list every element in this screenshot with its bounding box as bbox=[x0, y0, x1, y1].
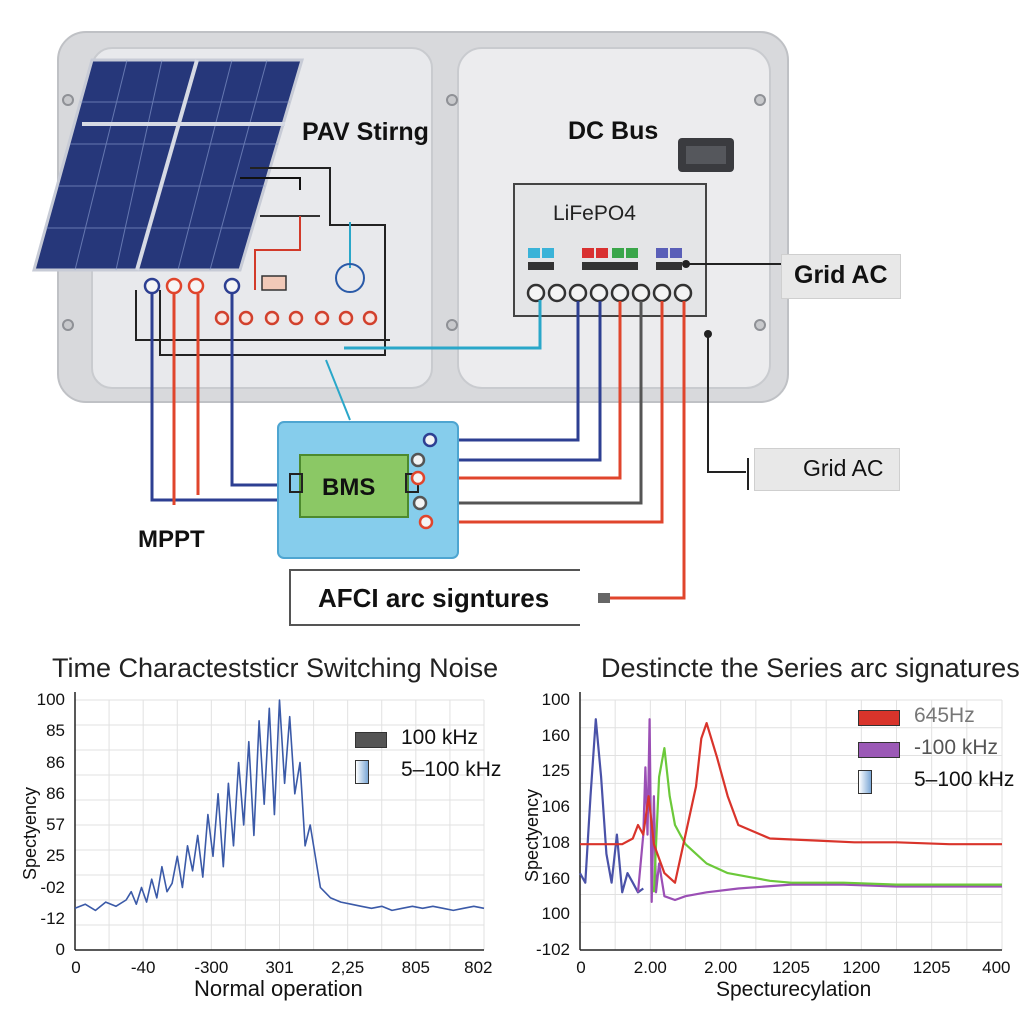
legend-swatch bbox=[858, 710, 900, 726]
x-tick-label: 301 bbox=[265, 958, 294, 977]
y-tick-label: 86 bbox=[46, 752, 65, 772]
battery-terminal-icons bbox=[526, 283, 693, 303]
legend-label: 645Hz bbox=[914, 704, 975, 727]
chart2-xlabel: Specturecylation bbox=[716, 978, 872, 1001]
y-tick-label: 25 bbox=[46, 846, 65, 866]
legend-swatch bbox=[355, 760, 369, 784]
chart1-title: Time Characteststicr Switching Noise bbox=[52, 653, 499, 683]
x-tick-label: 2.00 bbox=[704, 958, 738, 977]
y-tick-label: 100 bbox=[36, 690, 65, 709]
y-tick-label: 106 bbox=[541, 797, 570, 817]
chart2-title: Destincte the Series arc signatures bbox=[601, 653, 1020, 683]
legend-label: 100 kHz bbox=[401, 726, 479, 749]
x-tick-label: 0 bbox=[576, 958, 586, 977]
y-tick-label: 85 bbox=[46, 721, 65, 741]
y-tick-label: -02 bbox=[40, 877, 65, 897]
x-tick-label: 1205 bbox=[912, 958, 951, 977]
y-tick-label: 57 bbox=[46, 815, 65, 834]
y-tick-label: 125 bbox=[541, 761, 570, 781]
x-tick-label: 2,25 bbox=[331, 958, 365, 977]
dc-bus-label: DC Bus bbox=[568, 117, 659, 145]
x-tick-label: 1205 bbox=[772, 958, 810, 977]
chart1-xlabel: Normal operation bbox=[194, 976, 363, 1001]
terminal-icons bbox=[214, 310, 378, 326]
bms-label: BMS bbox=[322, 474, 376, 501]
x-tick-label: -300 bbox=[194, 958, 229, 977]
chart1-ylabel: Spectyency bbox=[20, 786, 40, 880]
screw-icons bbox=[62, 94, 766, 331]
chart2-ylabel: Spectyency bbox=[522, 788, 542, 882]
grid-ac-label-bottom: Grid AC bbox=[754, 448, 900, 491]
pv-string-label: PAV Stirng bbox=[302, 118, 429, 146]
legend-swatch bbox=[858, 742, 900, 758]
y-tick-label: 108 bbox=[541, 832, 570, 852]
series-line-0 bbox=[579, 718, 644, 894]
y-tick-label: 86 bbox=[46, 783, 65, 803]
x-tick-label: 802 bbox=[464, 958, 493, 977]
x-tick-label: 1200 bbox=[842, 958, 881, 977]
legend-label: 5–100 kHz bbox=[914, 768, 1015, 791]
afci-label: AFCI arc signtures bbox=[318, 583, 550, 613]
legend-label: 5–100 kHz bbox=[401, 758, 502, 781]
x-tick-label: -40 bbox=[130, 958, 156, 977]
x-tick-label: 2.00 bbox=[633, 958, 667, 977]
y-tick-label: 0 bbox=[55, 940, 65, 959]
y-tick-label: 100 bbox=[541, 690, 570, 709]
legend-label: -100 kHz bbox=[914, 736, 999, 759]
x-tick-label: 0 bbox=[71, 958, 81, 977]
y-tick-label: 100 bbox=[541, 904, 570, 924]
y-tick-label: -102 bbox=[535, 940, 570, 959]
legend-swatch bbox=[858, 770, 872, 794]
x-tick-label: 400 bbox=[982, 958, 1011, 977]
battery-label: LiFePO4 bbox=[553, 202, 636, 225]
grid-ac-label-top: Grid AC bbox=[781, 254, 901, 299]
y-tick-label: 160 bbox=[541, 868, 570, 888]
y-tick-label: -12 bbox=[40, 908, 65, 928]
legend-swatch bbox=[355, 732, 387, 748]
solar-panel-icon bbox=[32, 58, 305, 272]
battery-cell-icons bbox=[528, 248, 682, 270]
afci-bracket bbox=[289, 569, 580, 626]
mppt-label: MPPT bbox=[138, 526, 205, 553]
x-tick-label: 805 bbox=[401, 958, 431, 977]
bms-terminal-icons bbox=[410, 432, 438, 530]
system-diagram bbox=[32, 31, 789, 626]
y-tick-label: 160 bbox=[541, 725, 570, 745]
